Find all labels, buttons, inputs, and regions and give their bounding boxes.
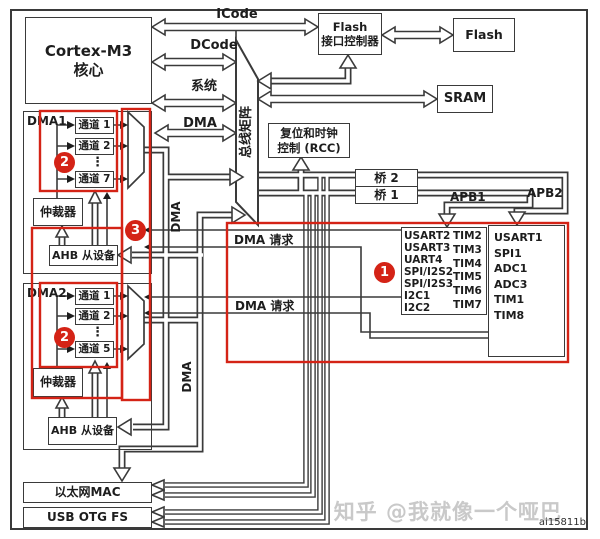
- periph-usart2: USART2: [404, 230, 451, 242]
- badge-2-dma1: 2: [54, 152, 75, 173]
- flash-label: Flash: [465, 27, 503, 43]
- rcc-line1: 复位和时钟: [280, 126, 338, 141]
- badge-1-number: 1: [379, 265, 390, 280]
- apb2-label: APB2: [527, 186, 563, 200]
- bridge1-block: 桥 1: [355, 186, 418, 204]
- dma2-arbiter: 仲裁器: [33, 368, 83, 397]
- flash-ctrl-line1: Flash: [332, 19, 368, 34]
- bridge2-label: 桥 2: [374, 170, 399, 185]
- bus-matrix-label: 总线矩阵: [239, 106, 254, 159]
- badge-3: 3: [125, 220, 146, 241]
- periph-tim8: TIM8: [494, 308, 525, 322]
- watermark-code: ai15811b: [538, 517, 586, 528]
- dma2-channel-ellipsis: ⋮: [91, 325, 104, 340]
- dma1-bus-vertical-label: DMA: [169, 201, 183, 233]
- dma-bus-label: DMA: [183, 116, 217, 131]
- dma2-channel-1: 通道 1: [75, 288, 114, 305]
- ethernet-mac-block: 以太网MAC: [23, 482, 152, 503]
- dcode-label: DCode: [190, 38, 238, 53]
- usb-otg-label: USB OTG FS: [47, 510, 128, 524]
- dma1-arbiter: 仲裁器: [33, 198, 83, 226]
- dma2-ch2-label: 通道 2: [78, 309, 111, 322]
- periph-tim4: TIM4: [453, 257, 482, 270]
- dma1-channel-2: 通道 2: [75, 138, 114, 155]
- dma1-channel-1: 通道 1: [75, 117, 114, 134]
- dma1-channel-7: 通道 7: [75, 171, 114, 188]
- badge-3-number: 3: [130, 223, 141, 238]
- cortex-line2: 核心: [73, 60, 104, 79]
- dma2-ch1-label: 通道 1: [78, 289, 111, 302]
- dma2-request-label: DMA 请求: [235, 299, 295, 313]
- dma2-title: DMA2: [27, 286, 67, 300]
- dma1-ch7-label: 通道 7: [78, 172, 111, 185]
- badge-1: 1: [374, 262, 395, 283]
- periph-i2c1: I2C1: [404, 290, 431, 302]
- rcc-block: 复位和时钟 控制 (RCC): [268, 123, 350, 158]
- periph-tim1: TIM1: [494, 293, 525, 306]
- bridge1-label: 桥 1: [374, 187, 399, 202]
- dma1-arbiter-label: 仲裁器: [39, 204, 76, 219]
- apb1-peripherals-col1: USART2 USART3 UART4 SPI/I2S2 SPI/I2S3 I2…: [404, 230, 453, 314]
- flash-interface-controller-block: Flash 接口控制器: [318, 13, 382, 55]
- dma2-ch5-label: 通道 5: [78, 342, 111, 355]
- dma1-ahb-label: AHB 从设备: [52, 248, 115, 262]
- dma2-ahb-slave: AHB 从设备: [48, 417, 117, 445]
- apb1-label: APB1: [450, 190, 486, 204]
- dma1-title: DMA1: [27, 114, 67, 128]
- icode-label: ICode: [216, 7, 258, 22]
- periph-adc1: ADC1: [494, 262, 528, 275]
- dma2-ahb-label: AHB 从设备: [51, 424, 114, 438]
- dma1-channel-ellipsis: ⋮: [91, 155, 104, 170]
- dma2-channel-2: 通道 2: [75, 308, 114, 325]
- usb-otg-block: USB OTG FS: [23, 507, 152, 528]
- system-bus-label: 系统: [190, 79, 217, 94]
- periph-tim5: TIM5: [453, 271, 482, 284]
- apb2-peripherals-list: USART1 SPI1 ADC1 ADC3 TIM1 TIM8: [494, 230, 543, 323]
- dma1-ahb-slave: AHB 从设备: [49, 245, 118, 266]
- cortex-block: Cortex-M3 核心: [25, 17, 152, 104]
- badge-2-dma2: 2: [54, 327, 75, 348]
- periph-spi-i2s2: SPI/I2S2: [404, 266, 454, 278]
- periph-usart3: USART3: [404, 242, 451, 254]
- watermark-text: 知乎 @我就像一个哑巴: [333, 500, 562, 524]
- periph-i2c2: I2C2: [404, 302, 431, 314]
- periph-tim3: TIM3: [453, 243, 482, 256]
- periph-adc3: ADC3: [494, 277, 528, 291]
- dma1-ch1-label: 通道 1: [78, 118, 111, 131]
- badge-2-dma1-number: 2: [59, 155, 70, 170]
- diagram-border: [10, 9, 588, 530]
- sram-block: SRAM: [437, 85, 493, 113]
- periph-spi1: SPI1: [494, 246, 522, 260]
- periph-spi-i2s3: SPI/I2S3: [404, 278, 454, 290]
- dma2-bus-vertical-label: DMA: [180, 361, 194, 393]
- flash-ctrl-line2: 接口控制器: [321, 34, 379, 48]
- periph-usart1: USART1: [494, 231, 543, 244]
- periph-tim7: TIM7: [453, 298, 482, 311]
- periph-tim6: TIM6: [453, 285, 482, 298]
- dma2-channel-5: 通道 5: [75, 341, 114, 358]
- badge-2-dma2-number: 2: [59, 330, 70, 345]
- flash-block: Flash: [453, 18, 515, 52]
- ethernet-mac-label: 以太网MAC: [54, 485, 121, 499]
- rcc-line2: 控制 (RCC): [277, 140, 341, 155]
- apb1-peripherals-col2: TIM2 TIM3 TIM4 TIM5 TIM6 TIM7: [453, 230, 482, 313]
- sram-label: SRAM: [443, 90, 487, 106]
- cortex-line1: Cortex-M3: [44, 41, 133, 60]
- bridge2-block: 桥 2: [355, 169, 418, 187]
- dma1-ch2-label: 通道 2: [78, 139, 111, 152]
- periph-tim2: TIM2: [453, 230, 482, 242]
- periph-uart4: UART4: [404, 254, 443, 266]
- dma2-arbiter-label: 仲裁器: [39, 375, 76, 389]
- dma1-request-label: DMA 请求: [234, 233, 294, 247]
